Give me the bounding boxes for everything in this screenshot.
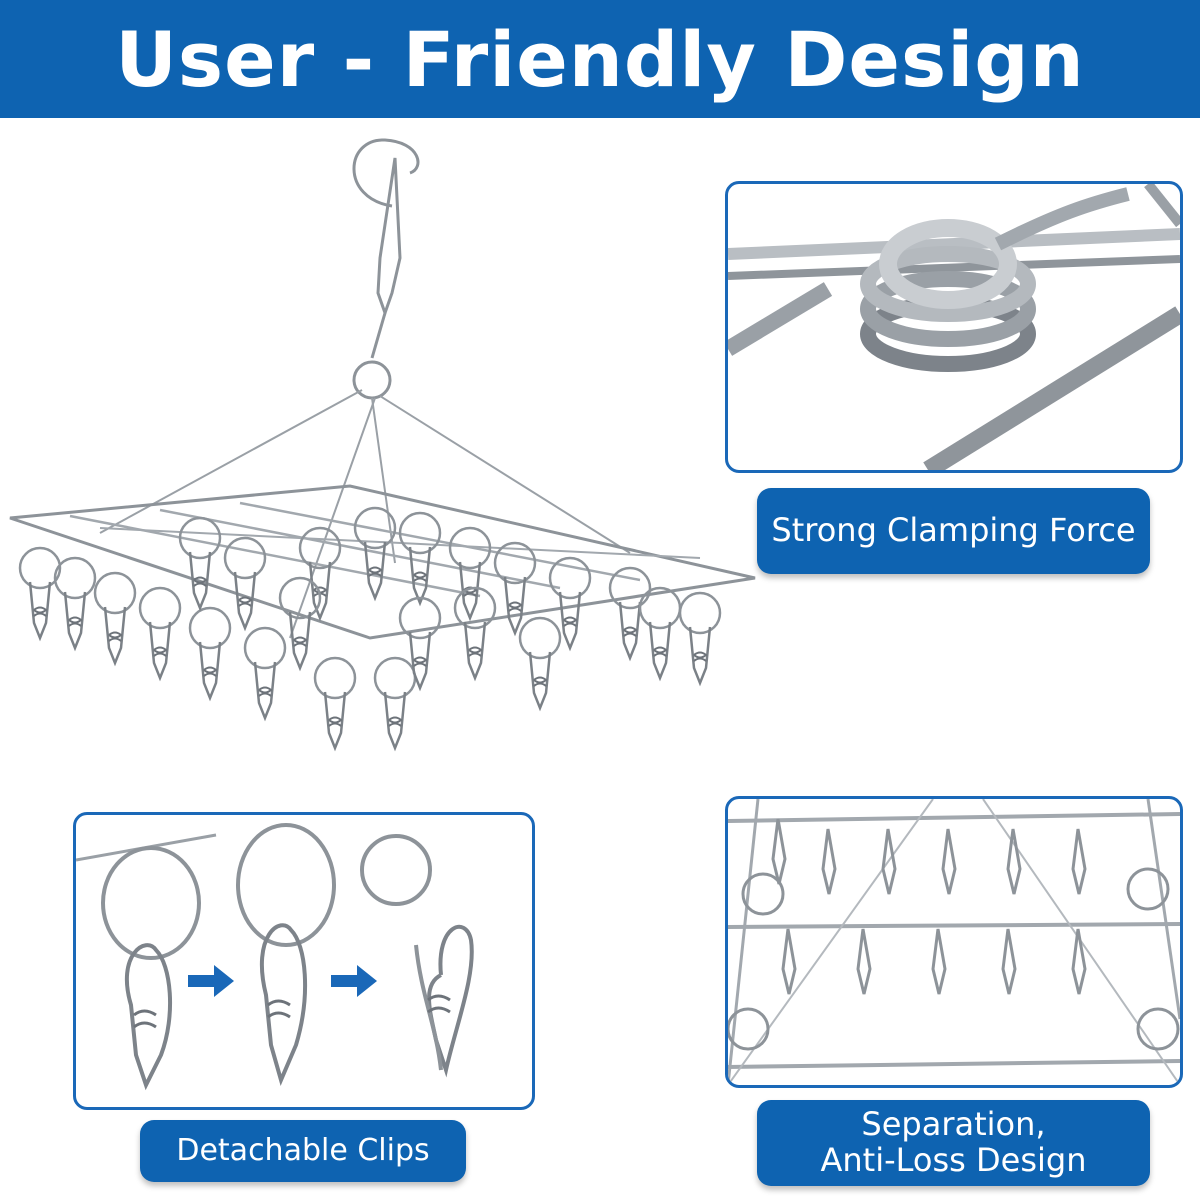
spring-closeup-panel <box>725 181 1183 473</box>
spring-closeup-image <box>728 184 1180 470</box>
separation-anti-loss-label: Separation, Anti-Loss Design <box>757 1100 1150 1186</box>
detachable-clips-panel <box>73 812 535 1110</box>
separation-grid-image <box>728 799 1180 1085</box>
page-title: User - Friendly Design <box>115 14 1085 104</box>
separation-grid-panel <box>725 796 1183 1088</box>
detachable-clips-image <box>76 823 474 1091</box>
detachable-clips-label: Detachable Clips <box>140 1120 466 1182</box>
strong-clamping-force-label: Strong Clamping Force <box>757 488 1150 574</box>
hanger-rack-image <box>9 138 756 750</box>
page-title-banner: User - Friendly Design <box>0 0 1200 118</box>
